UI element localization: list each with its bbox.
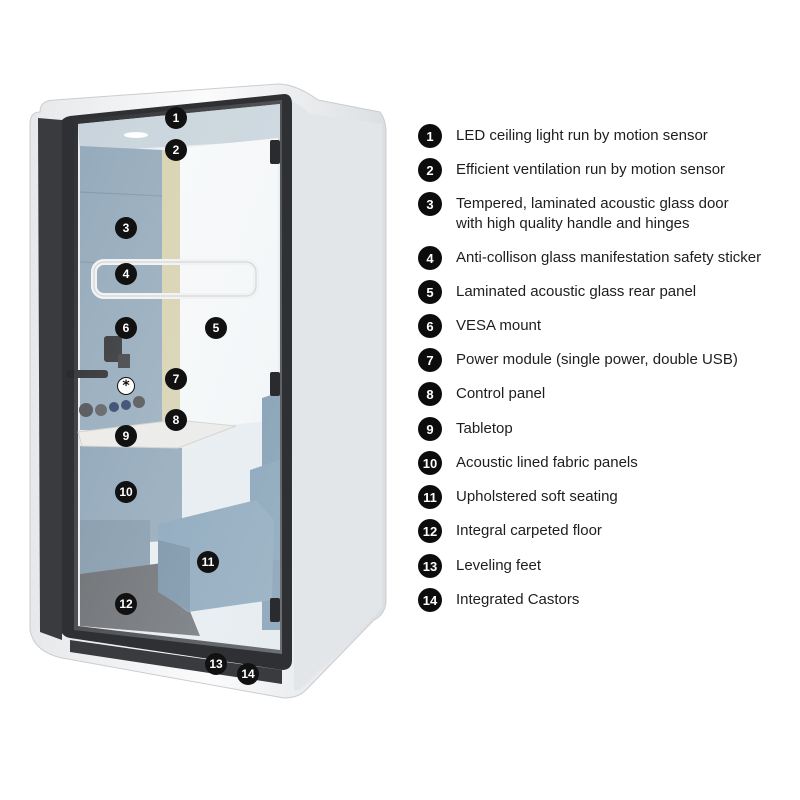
legend-line: Power module (single power, double USB) xyxy=(456,351,738,368)
legend-item: 13 Leveling feet xyxy=(418,554,788,578)
marker-10: 10 xyxy=(115,481,137,503)
legend-number: 5 xyxy=(418,280,442,304)
legend-number: 8 xyxy=(418,382,442,406)
legend-line: Integral carpeted floor xyxy=(456,522,602,539)
legend-number: 7 xyxy=(418,348,442,372)
marker-9: 9 xyxy=(115,425,137,447)
legend-line: Acoustic lined fabric panels xyxy=(456,454,638,471)
legend-number: 2 xyxy=(418,158,442,182)
bottom-plinth xyxy=(70,640,282,684)
legend-item: 11 Upholstered soft seating xyxy=(418,485,788,509)
legend-line: Leveling feet xyxy=(456,557,542,574)
legend-item: 6 VESA mount xyxy=(418,314,788,338)
legend-label: Acoustic lined fabric panels xyxy=(456,451,638,473)
legend-line: Tempered, laminated acoustic glass door xyxy=(456,195,729,212)
legend-label: Integral carpeted floor xyxy=(456,519,602,541)
booth-side-face xyxy=(290,100,382,690)
legend-number: 3 xyxy=(418,192,442,216)
legend-item: 14 Integrated Castors xyxy=(418,588,788,612)
marker-11: 11 xyxy=(197,551,219,573)
legend-item: 7 Power module (single power, double USB… xyxy=(418,348,788,372)
legend-label: Leveling feet xyxy=(456,554,541,576)
legend-item: 10 Acoustic lined fabric panels xyxy=(418,451,788,475)
legend-number: 4 xyxy=(418,246,442,270)
marker-1: 1 xyxy=(165,107,187,129)
legend-label: Upholstered soft seating xyxy=(456,485,618,507)
legend-label: Tabletop xyxy=(456,417,513,439)
legend-line: Efficient ventilation run by motion sens… xyxy=(456,161,726,178)
marker-12: 12 xyxy=(115,593,137,615)
legend-item: 3 Tempered, laminated acoustic glass doo… xyxy=(418,192,788,234)
legend-label: Efficient ventilation run by motion sens… xyxy=(456,158,725,180)
star-marker: * xyxy=(117,377,135,395)
legend-line: VESA mount xyxy=(456,317,542,334)
legend-number: 10 xyxy=(418,451,442,475)
legend-item: 12 Integral carpeted floor xyxy=(418,519,788,543)
legend-line: Upholstered soft seating xyxy=(456,488,618,505)
marker-5: 5 xyxy=(205,317,227,339)
legend-number: 14 xyxy=(418,588,442,612)
marker-13: 13 xyxy=(205,653,227,675)
middle-hinge xyxy=(270,372,280,396)
legend-item: 9 Tabletop xyxy=(418,417,788,441)
left-inner-edge xyxy=(38,118,62,640)
lower-hinge xyxy=(270,598,280,622)
marker-4: 4 xyxy=(115,263,137,285)
legend-number: 11 xyxy=(418,485,442,509)
legend-number: 12 xyxy=(418,519,442,543)
legend-label: Tempered, laminated acoustic glass door … xyxy=(456,192,729,234)
legend-number: 13 xyxy=(418,554,442,578)
marker-14: 14 xyxy=(237,663,259,685)
legend-number: 9 xyxy=(418,417,442,441)
legend-number: 1 xyxy=(418,124,442,148)
legend-item: 1 LED ceiling light run by motion sensor xyxy=(418,124,788,148)
legend-label: Laminated acoustic glass rear panel xyxy=(456,280,696,302)
legend-label: Control panel xyxy=(456,382,545,404)
legend-label: VESA mount xyxy=(456,314,541,336)
legend-label: LED ceiling light run by motion sensor xyxy=(456,124,708,146)
legend-number: 6 xyxy=(418,314,442,338)
legend-line: LED ceiling light run by motion sensor xyxy=(456,127,708,144)
legend-line: Tabletop xyxy=(456,420,513,437)
legend-line: Integrated Castors xyxy=(456,591,580,608)
marker-2: 2 xyxy=(165,139,187,161)
upper-hinge xyxy=(270,140,280,164)
marker-7: 7 xyxy=(165,368,187,390)
legend-line: Laminated acoustic glass rear panel xyxy=(456,283,697,300)
marker-6: 6 xyxy=(115,317,137,339)
legend-label: Anti-collison glass manifestation safety… xyxy=(456,246,761,268)
legend-label: Power module (single power, double USB) xyxy=(456,348,738,370)
legend-line: Anti-collison glass manifestation safety… xyxy=(456,249,762,266)
phone-booth-illustration xyxy=(29,83,387,699)
legend-label: Integrated Castors xyxy=(456,588,579,610)
legend-item: 2 Efficient ventilation run by motion se… xyxy=(418,158,788,182)
legend-item: 4 Anti-collison glass manifestation safe… xyxy=(418,246,788,270)
marker-3: 3 xyxy=(115,217,137,239)
legend-item: 8 Control panel xyxy=(418,382,788,406)
legend-line: with high quality handle and hinges xyxy=(456,215,690,232)
legend-line: Control panel xyxy=(456,385,546,402)
legend-item: 5 Laminated acoustic glass rear panel xyxy=(418,280,788,304)
marker-8: 8 xyxy=(165,409,187,431)
